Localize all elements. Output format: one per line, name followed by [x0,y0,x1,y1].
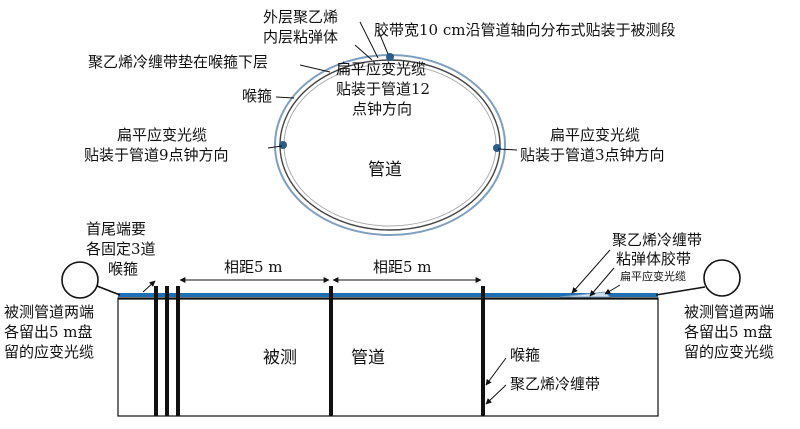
inner-rubber-label: 内层粘弹体 [263,28,339,46]
ends-fixed-label-3: 喉箍 [108,260,139,278]
arrow-ends-fixed [142,280,156,293]
ends-fixed-label-2: 各固定3道 [86,240,156,258]
left-reserve-label-1: 被测管道两端 [4,303,95,321]
cable-3-dot [493,144,501,152]
leader-cable-9 [267,145,283,149]
cable-12-dot [386,53,394,61]
left-coil-link [96,285,121,296]
cable-12-label-1: 扁平应变光缆 [336,60,427,78]
leader-inner-rubber [354,44,373,61]
strain-cable-label: 扁平应变光缆 [620,270,686,283]
pipe-word-2: 管道 [351,348,385,368]
left-reserve-label-2: 各留出5 m盘 [4,323,93,341]
cross-section [267,21,518,236]
cable-9-dot [279,141,287,149]
leader-tape-width [377,29,389,55]
pipe-label-cross: 管道 [368,160,402,180]
cable-9-label-1: 扁平应变光缆 [117,126,208,144]
arrow-pe-bottom [485,384,507,405]
arrow-strain-cable [604,284,621,295]
pipe-body [117,297,659,417]
cable-3-label-2: 贴装于管道3点钟方向 [520,146,665,164]
arrow-rubber-tape [589,267,615,297]
right-reserve-label-3: 留的应变光缆 [684,343,775,361]
cable-3-label-1: 扁平应变光缆 [550,126,641,144]
pe-tape-label: 聚乙烯冷缠带 [612,231,703,249]
outer-pe-label: 外层聚乙烯 [263,8,339,26]
pe-tape-bottom-label: 聚乙烯冷缠带 [510,375,601,393]
right-coil-link [655,286,706,296]
ends-fixed-label-1: 首尾端要 [86,220,147,238]
pe-tape-wedge [559,291,612,298]
leader-clamp [275,96,295,99]
cable-9-label-2: 贴装于管道9点钟方向 [84,146,229,164]
pe-under-clamp-label: 聚乙烯冷缠带垫在喉箍下层 [88,53,269,71]
arrow-clamp [485,357,507,386]
cable-12-label-3: 点钟方向 [352,100,413,118]
cable-12-label-2: 贴装于管道12 [336,80,431,98]
right-reserve-label-1: 被测管道两端 [684,303,775,321]
leader-pe-under-clamp [299,64,331,73]
spacing-label-2: 相距5 m [373,258,432,276]
rubber-tape-label: 粘弹体胶带 [616,250,692,268]
clamp-label-top: 喉箍 [242,87,273,105]
spacing-label-1: 相距5 m [224,258,283,276]
tape-width-note: 胶带宽10 cm沿管道轴向分布式贴装于被测段 [374,21,676,39]
right-cable-coil [703,259,741,297]
arrow-pe-tape [571,249,611,294]
side-view [61,249,741,417]
clamp-label-side: 喉箍 [510,346,541,364]
pipe-word-1: 被测 [263,348,297,368]
leader-cable-3 [497,148,518,151]
left-reserve-label-3: 留的应变光缆 [4,343,95,361]
left-cable-coil [61,261,99,299]
right-reserve-label-2: 各留出5 m盘 [684,323,773,341]
leader-outer-pe [359,21,379,59]
